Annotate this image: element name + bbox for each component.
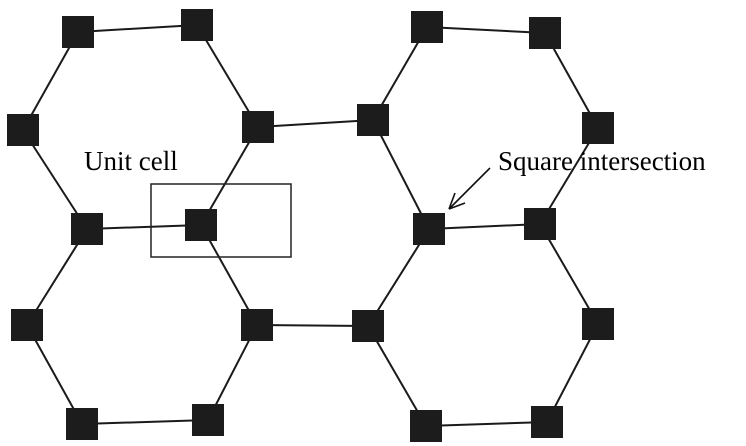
square-node [410, 410, 442, 442]
unit-cell-box [150, 183, 292, 258]
square-node [62, 16, 94, 48]
square-intersection-label: Square intersection [498, 146, 706, 176]
square-node [529, 17, 561, 49]
square-node [582, 112, 614, 144]
lattice-nodes [7, 9, 614, 442]
lattice-edge [546, 323, 599, 423]
lattice-edge [22, 31, 79, 131]
lattice-edge [256, 324, 369, 327]
square-node [7, 114, 39, 146]
lattice-edge [426, 26, 546, 34]
square-node [413, 213, 445, 245]
lattice-edge [22, 129, 88, 230]
lattice-edges [22, 24, 599, 427]
square-node [352, 310, 384, 342]
square-node [181, 9, 213, 41]
square-node [531, 406, 563, 438]
lattice-edge [367, 325, 427, 427]
square-node [241, 309, 273, 341]
pointer-arrow [448, 167, 491, 210]
square-node [11, 309, 43, 341]
square-node [411, 11, 443, 43]
square-node [524, 208, 556, 240]
lattice-edge [196, 24, 259, 128]
square-node [185, 209, 217, 241]
lattice-edge [539, 223, 599, 325]
lattice-edge [200, 126, 259, 226]
lattice-edge [372, 119, 430, 230]
square-node [582, 308, 614, 340]
square-node [71, 213, 103, 245]
unit-cell-label: Unit cell [84, 146, 178, 176]
lattice-edge [425, 421, 548, 427]
square-node [357, 104, 389, 136]
square-node [242, 111, 274, 143]
square-node [66, 408, 98, 440]
lattice-edge [428, 223, 541, 230]
lattice-edge [367, 228, 430, 327]
lattice-edge [200, 224, 258, 326]
lattice-edge [86, 224, 202, 230]
lattice-edge [81, 419, 209, 425]
lattice-edge [77, 24, 198, 33]
lattice-edge [26, 324, 83, 425]
lattice-edge [257, 119, 374, 128]
square-node [192, 404, 224, 436]
